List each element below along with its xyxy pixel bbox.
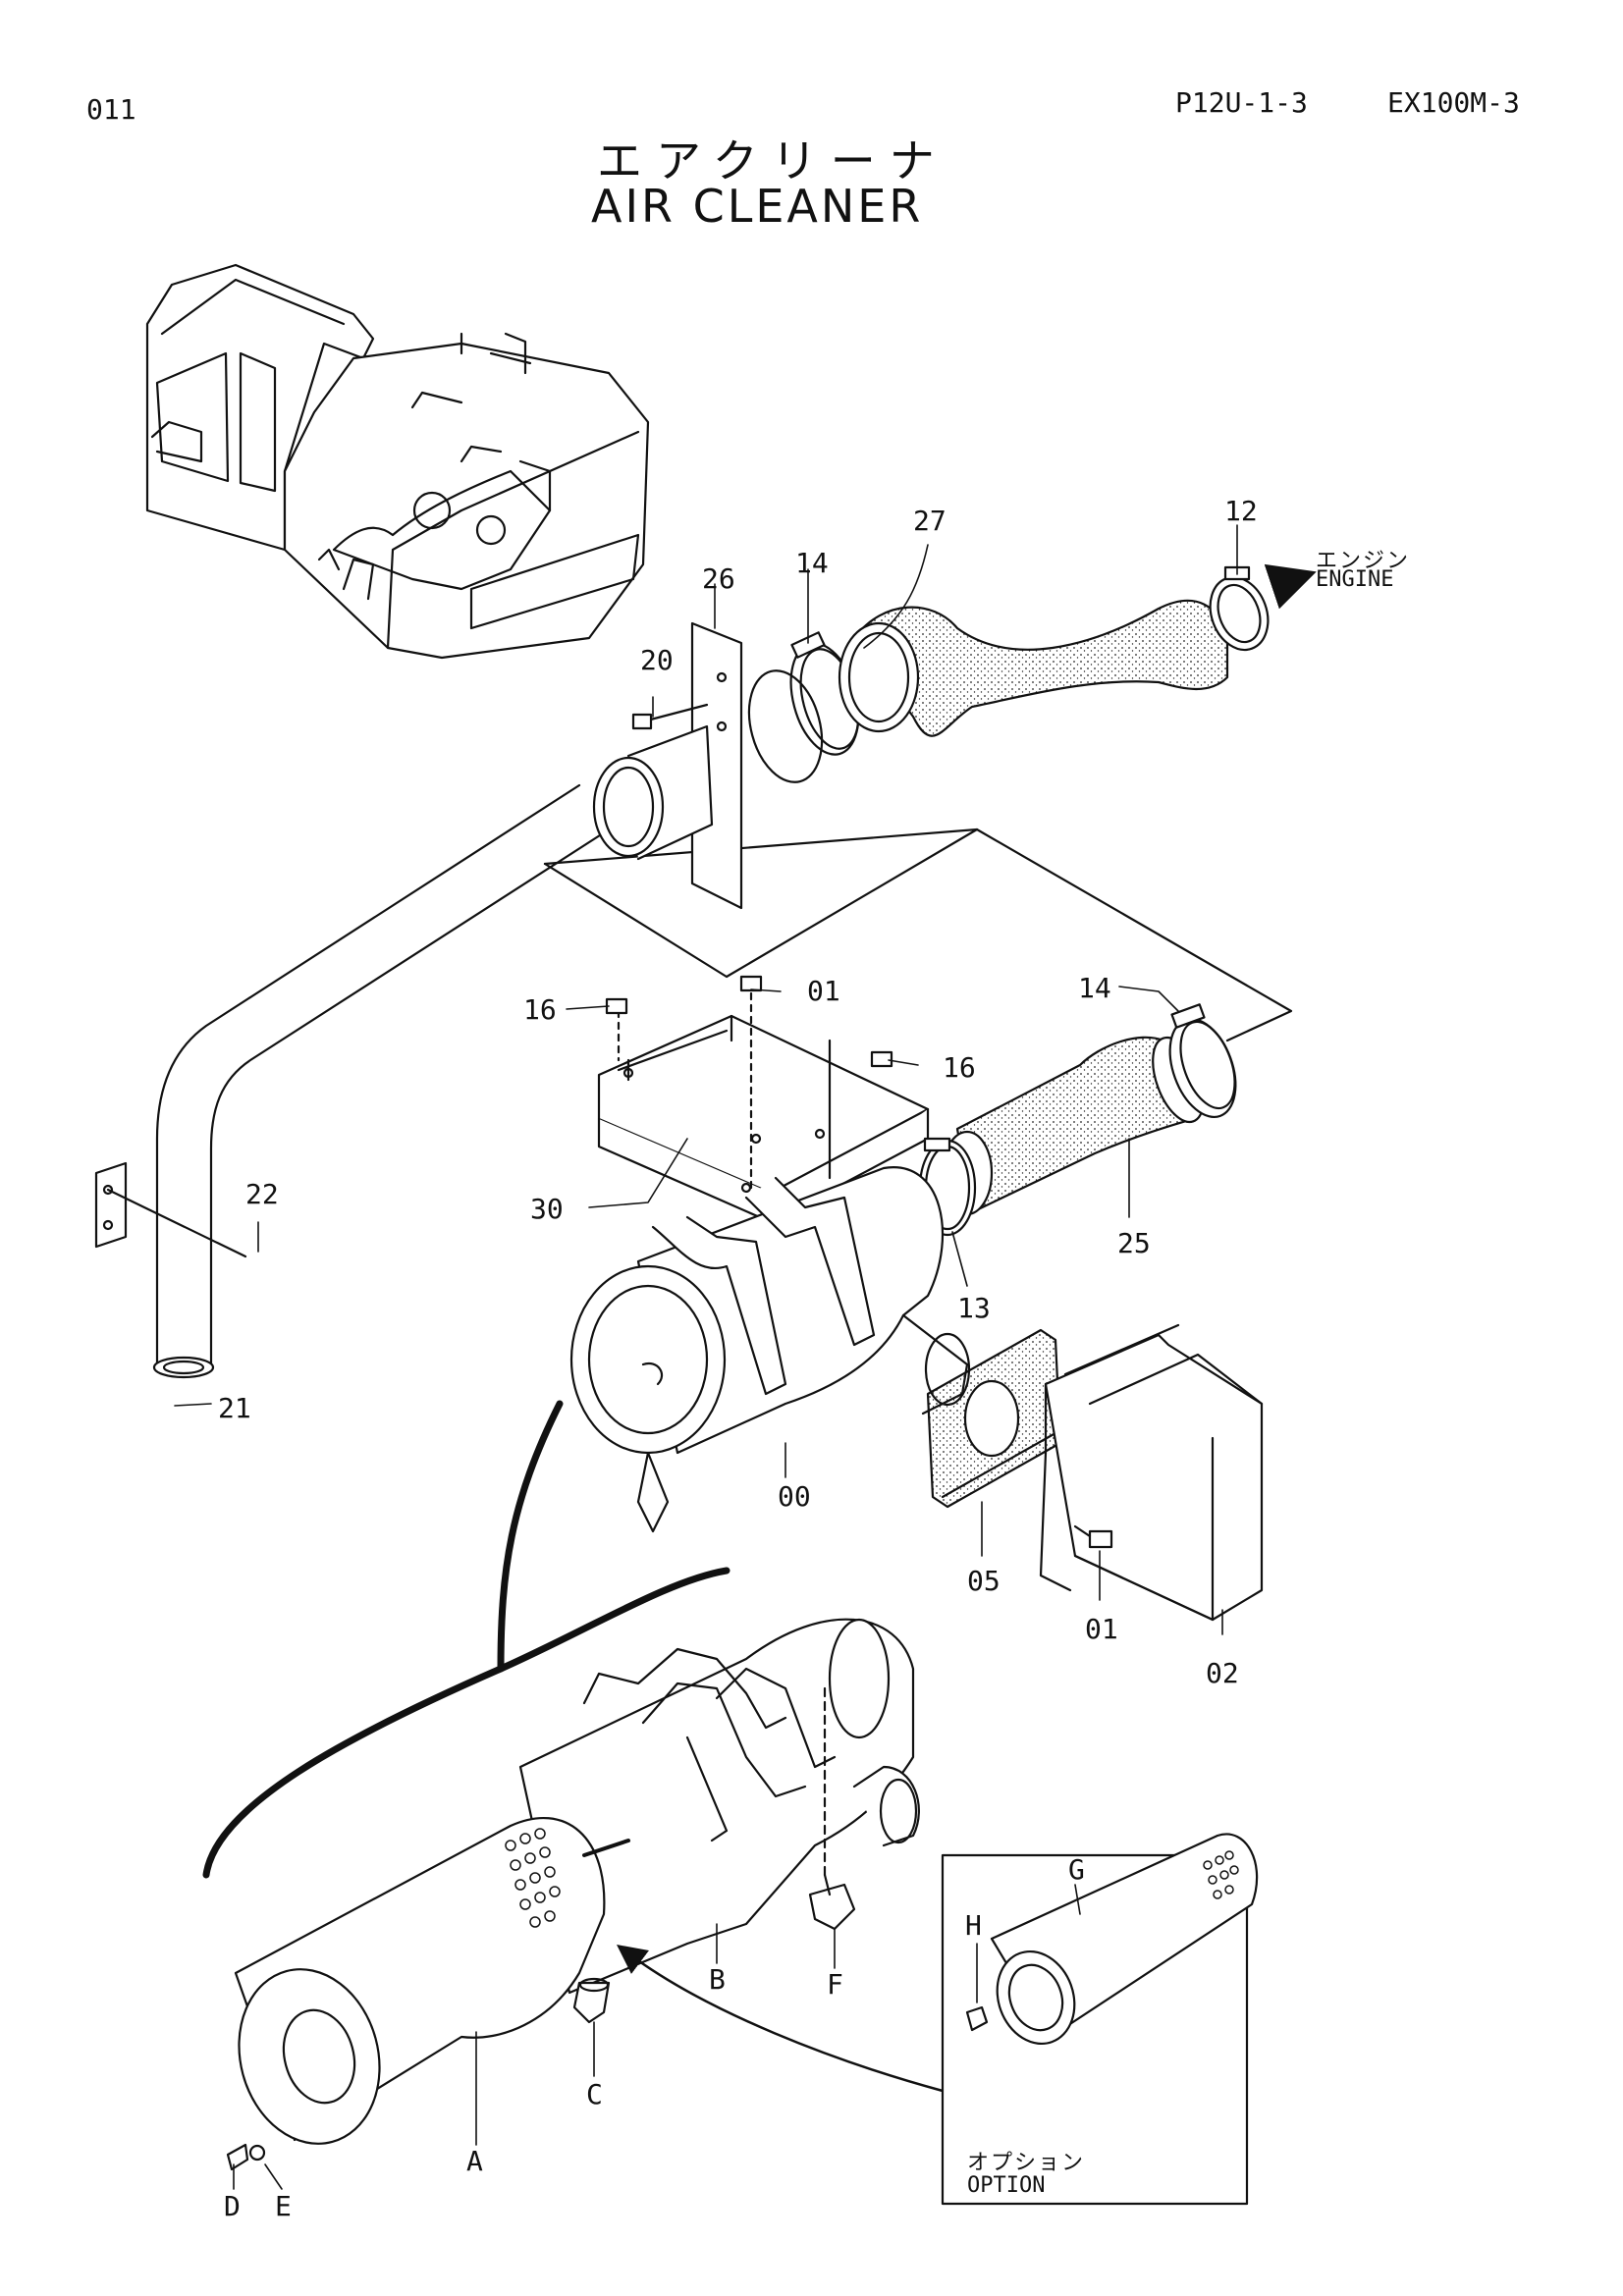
upper-hose-assembly	[747, 565, 1270, 783]
callout-05: 05	[967, 1565, 1001, 1597]
callout-30: 30	[530, 1193, 564, 1225]
callout-25: 25	[1117, 1227, 1151, 1259]
alignment-frame	[543, 828, 1293, 1042]
callout-14-lower: 14	[1078, 972, 1111, 1004]
option-box	[941, 1833, 1259, 2206]
callout-26: 26	[702, 562, 735, 595]
callout-01-lower: 01	[1085, 1613, 1118, 1645]
pipe-inlet	[592, 621, 743, 910]
callout-F: F	[827, 1968, 843, 2001]
engine-label-japanese: エンジン	[1316, 549, 1411, 573]
callout-B: B	[709, 1963, 726, 1996]
callout-D: D	[224, 2190, 241, 2222]
callout-H: H	[965, 1909, 982, 1942]
ref-code: P12U-1-3	[1175, 86, 1308, 119]
callout-21: 21	[218, 1392, 251, 1424]
option-label-english: OPTION	[967, 2173, 1046, 2198]
option-label-japanese: オプション	[967, 2151, 1086, 2175]
page-code: 011	[86, 93, 136, 126]
leader-lines	[174, 524, 1238, 2190]
callout-00: 00	[778, 1480, 811, 1513]
callout-A: A	[466, 2145, 483, 2177]
air-cleaner-body	[569, 1166, 971, 1533]
excavator-overview	[145, 263, 650, 660]
callout-20: 20	[640, 644, 674, 676]
intake-pipe	[94, 783, 619, 1379]
engine-label-english: ENGINE	[1316, 567, 1394, 592]
callout-16-right: 16	[943, 1051, 976, 1084]
exploded-air-cleaner	[202, 1400, 945, 2171]
callout-E: E	[275, 2190, 292, 2222]
title-japanese: エアクリーナ	[597, 134, 948, 187]
callout-12: 12	[1224, 495, 1258, 527]
callout-14-upper: 14	[795, 547, 829, 579]
callout-C: C	[586, 2078, 603, 2110]
callout-G: G	[1068, 1853, 1085, 1886]
callout-16-left: 16	[523, 993, 557, 1026]
callout-27: 27	[913, 505, 947, 537]
model-code: EX100M-3	[1387, 86, 1520, 119]
lower-hose-assembly	[918, 1003, 1237, 1237]
engine-arrow	[1264, 563, 1317, 610]
callout-13: 13	[957, 1292, 991, 1324]
callout-01-upper: 01	[807, 975, 840, 1007]
callout-22: 22	[245, 1178, 279, 1210]
title-english: AIR CLEANER	[591, 180, 924, 233]
callout-02: 02	[1206, 1657, 1239, 1689]
intake-cover	[1039, 1323, 1264, 1622]
